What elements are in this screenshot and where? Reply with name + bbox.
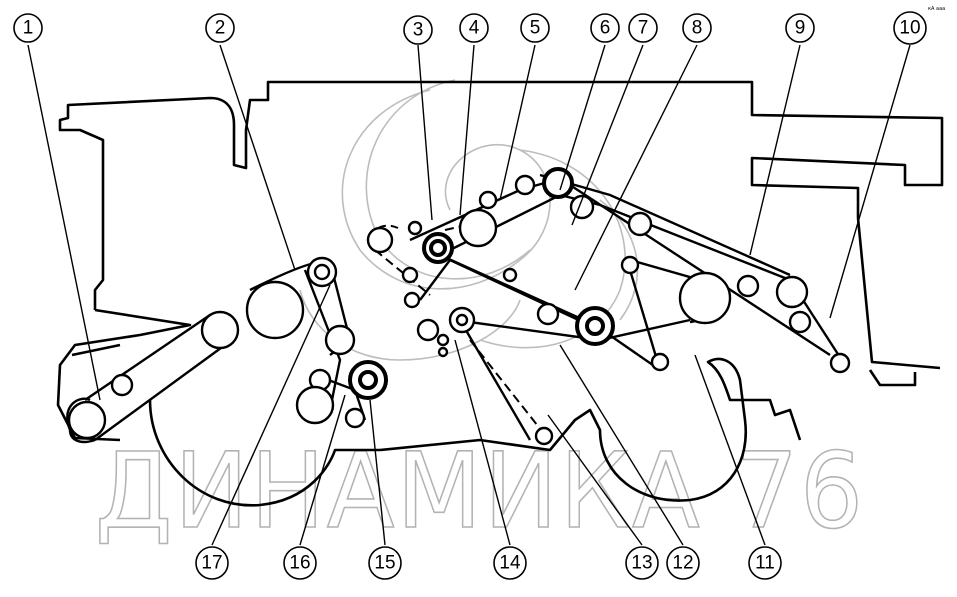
callout-4: 4 <box>459 13 489 43</box>
svg-text:8: 8 <box>692 18 703 39</box>
svg-text:11: 11 <box>755 553 775 574</box>
svg-text:10: 10 <box>899 18 920 39</box>
callout-7: 7 <box>628 13 658 43</box>
svg-text:14: 14 <box>499 553 521 574</box>
svg-text:9: 9 <box>795 18 806 39</box>
svg-text:15: 15 <box>374 553 395 574</box>
svg-text:3: 3 <box>413 20 424 41</box>
svg-text:7: 7 <box>638 18 649 39</box>
svg-text:1: 1 <box>23 18 34 39</box>
watermark-text: ДИНАМИКА 76 <box>95 430 865 552</box>
leader-lines <box>27 44 911 546</box>
callout-1: 1 <box>13 13 43 43</box>
callout-17: 17 <box>195 546 229 580</box>
svg-text:2: 2 <box>215 18 226 39</box>
callout-2: 2 <box>205 13 235 43</box>
callout-11: 11 <box>748 546 782 580</box>
pulleys <box>67 167 851 446</box>
callout-9: 9 <box>785 13 815 43</box>
svg-text:17: 17 <box>201 553 222 574</box>
callout-16: 16 <box>283 546 317 580</box>
svg-text:6: 6 <box>600 18 611 39</box>
callout-13: 13 <box>625 546 659 580</box>
svg-text:12: 12 <box>672 553 693 574</box>
callout-6: 6 <box>590 13 620 43</box>
callout-14: 14 <box>493 546 527 580</box>
callout-5: 5 <box>520 13 550 43</box>
svg-text:4: 4 <box>469 18 480 39</box>
svg-text:5: 5 <box>530 18 541 39</box>
callout-10: 10 <box>893 11 927 45</box>
callout-15: 15 <box>368 546 402 580</box>
corner-mark: кА ааа <box>928 6 945 12</box>
callout-3: 3 <box>403 15 433 45</box>
machine-body <box>56 80 944 507</box>
callout-12: 12 <box>666 546 700 580</box>
svg-text:16: 16 <box>289 553 310 574</box>
svg-text:13: 13 <box>631 553 652 574</box>
callout-8: 8 <box>682 13 712 43</box>
